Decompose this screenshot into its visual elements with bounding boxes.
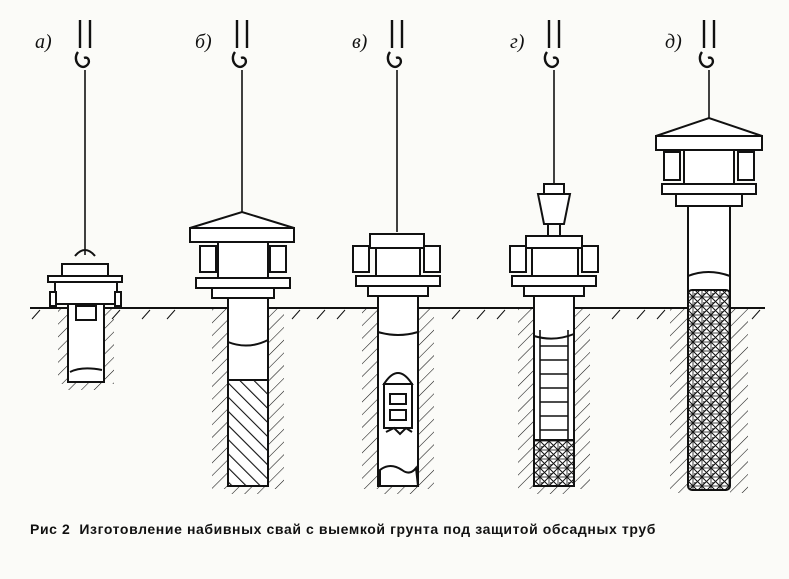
vibrator-head xyxy=(509,235,599,297)
vibrator-head xyxy=(352,233,441,297)
concrete-pile xyxy=(687,289,731,491)
panel-b: б) xyxy=(189,20,295,494)
ground-base xyxy=(228,486,268,494)
ground-wall-right xyxy=(104,309,114,384)
ground-wall-left xyxy=(670,309,688,493)
pile-installation-figure: а) б) xyxy=(30,20,765,494)
ground-wall-left xyxy=(212,309,228,489)
panel-a: а) xyxy=(35,20,123,390)
ground-wall-right xyxy=(730,309,748,493)
panel-d: г) xyxy=(509,20,599,494)
ground-hatching xyxy=(31,309,761,320)
vibrator-head xyxy=(655,116,763,207)
soil-bottom xyxy=(379,465,420,487)
crane-hook-icon xyxy=(231,20,249,69)
ground-wall-right xyxy=(418,309,434,489)
panel-label-c: в) xyxy=(352,31,368,53)
crane-hook-icon xyxy=(386,20,404,69)
panel-label-d: г) xyxy=(510,31,525,53)
ground-wall-right xyxy=(574,309,590,489)
concrete-fill xyxy=(533,439,575,487)
ground-wall-right xyxy=(268,309,284,489)
caption-number: Рис 2 xyxy=(30,521,71,537)
panel-label-a: а) xyxy=(35,31,52,53)
ground-base xyxy=(378,486,418,494)
ground-wall-left xyxy=(58,309,68,384)
ground-wall-left xyxy=(362,309,378,489)
panel-e: д) xyxy=(655,20,763,493)
panel-c: в) xyxy=(352,20,441,494)
crane-hook-icon xyxy=(543,20,561,69)
casing-tube-short xyxy=(47,249,123,383)
ground-base xyxy=(68,382,104,390)
crane-hook-icon xyxy=(74,20,92,69)
grab-bucket xyxy=(382,372,414,436)
panel-label-b: б) xyxy=(195,31,212,53)
concrete-hopper xyxy=(536,183,572,236)
ground-base xyxy=(534,486,574,494)
figure-caption: Рис 2 Изготовление набивных свай с выемк… xyxy=(30,521,770,538)
ground-wall-left xyxy=(518,309,534,489)
panel-label-e: д) xyxy=(665,31,682,53)
concrete-fill xyxy=(227,379,269,487)
caption-text: Изготовление набивных свай с выемкой гру… xyxy=(79,521,656,537)
vibrator-head xyxy=(189,210,295,299)
crane-hook-icon xyxy=(698,20,716,69)
